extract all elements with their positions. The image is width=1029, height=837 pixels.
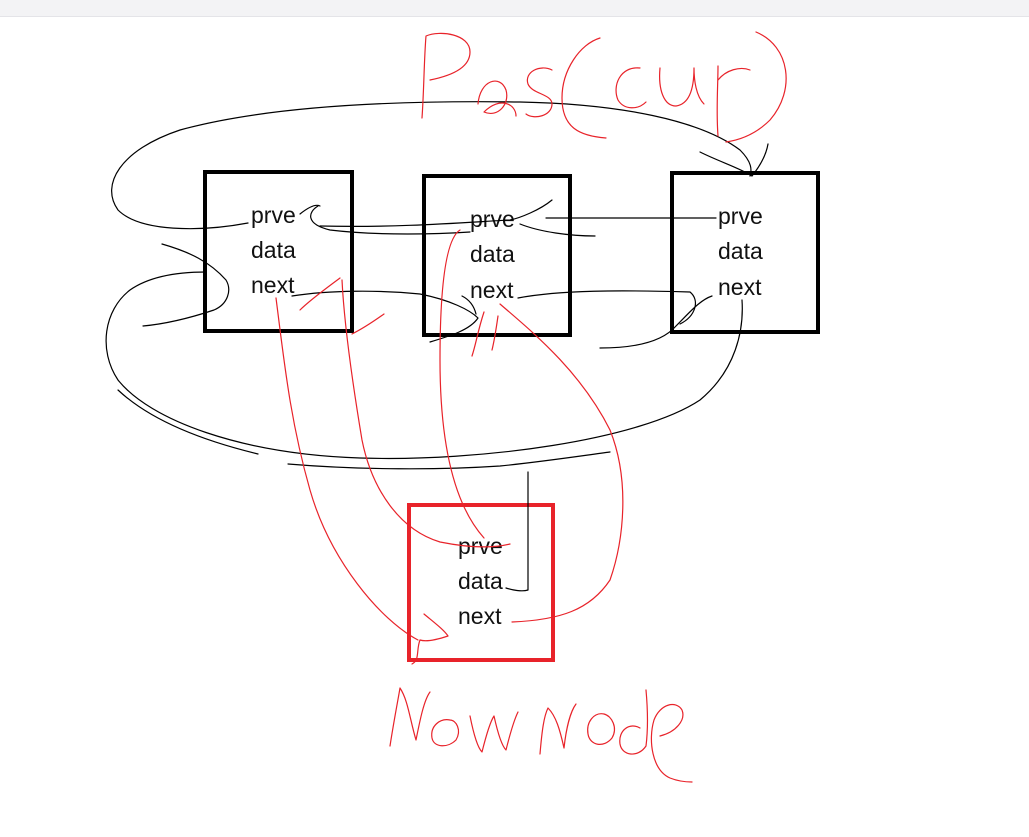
red-node2-prve-to-newnode: [439, 229, 485, 539]
bottom-loop-arrow: [105, 271, 743, 460]
node-3: prve data next: [670, 171, 820, 334]
new-node-next: next: [458, 603, 502, 629]
handwritten-newnode: [389, 687, 693, 783]
node-2-prve: prve: [470, 206, 515, 232]
red-node1-next-tick: [299, 277, 385, 335]
bottom-horizontal-link: [287, 451, 611, 470]
new-node-box: [407, 503, 555, 662]
node-3-box: [670, 171, 820, 334]
node2-prve-tail: [519, 223, 596, 237]
top-loop-arrow: [111, 101, 752, 230]
red-links: [275, 31, 787, 783]
new-node: prve data next: [407, 503, 555, 662]
bottom-vertical-link: [505, 471, 529, 592]
node-3-data: data: [718, 238, 763, 264]
red-newnode-arrowhead: [411, 613, 449, 665]
new-node-data: data: [458, 568, 503, 594]
handwritten-pos-cur: [421, 31, 787, 143]
node-1-box: [203, 170, 354, 333]
node-1-data: data: [251, 237, 296, 263]
linked-list-diagram: prve data next prve data next prve data …: [105, 31, 820, 783]
node1-to-node2-prve-link: [310, 205, 471, 235]
node-3-next: next: [718, 274, 762, 300]
window-top-bar: [0, 0, 1029, 17]
red-node2-next-to-newnode-next: [499, 303, 624, 623]
red-node1-to-newnode-prve: [341, 279, 511, 548]
node-2-box: [422, 174, 572, 337]
node-1-next: next: [251, 272, 295, 298]
node2-next-hook: [461, 295, 477, 315]
node2-to-node3-next-link: [517, 290, 697, 325]
node-2-data: data: [470, 241, 515, 267]
node1-prve-hook: [299, 204, 321, 215]
node-1: prve data next: [203, 170, 354, 333]
top-loop-arrowhead: [699, 143, 769, 177]
node3-to-node2-return: [599, 295, 713, 349]
node-1-prve: prve: [251, 202, 296, 228]
node1-left-arrow: [142, 243, 230, 327]
node-2: prve data next: [422, 174, 572, 337]
red-node2-ticks: [471, 311, 499, 357]
black-links: [105, 101, 769, 592]
node-3-prve: prve: [718, 203, 763, 229]
node2-to-node1-prve-link: [319, 199, 553, 228]
bottom-loop-tail: [117, 389, 259, 455]
node-2-next: next: [470, 277, 514, 303]
drawing-canvas: prve data next prve data next prve data …: [0, 16, 1029, 837]
red-node1-next-to-newnode: [275, 297, 419, 641]
